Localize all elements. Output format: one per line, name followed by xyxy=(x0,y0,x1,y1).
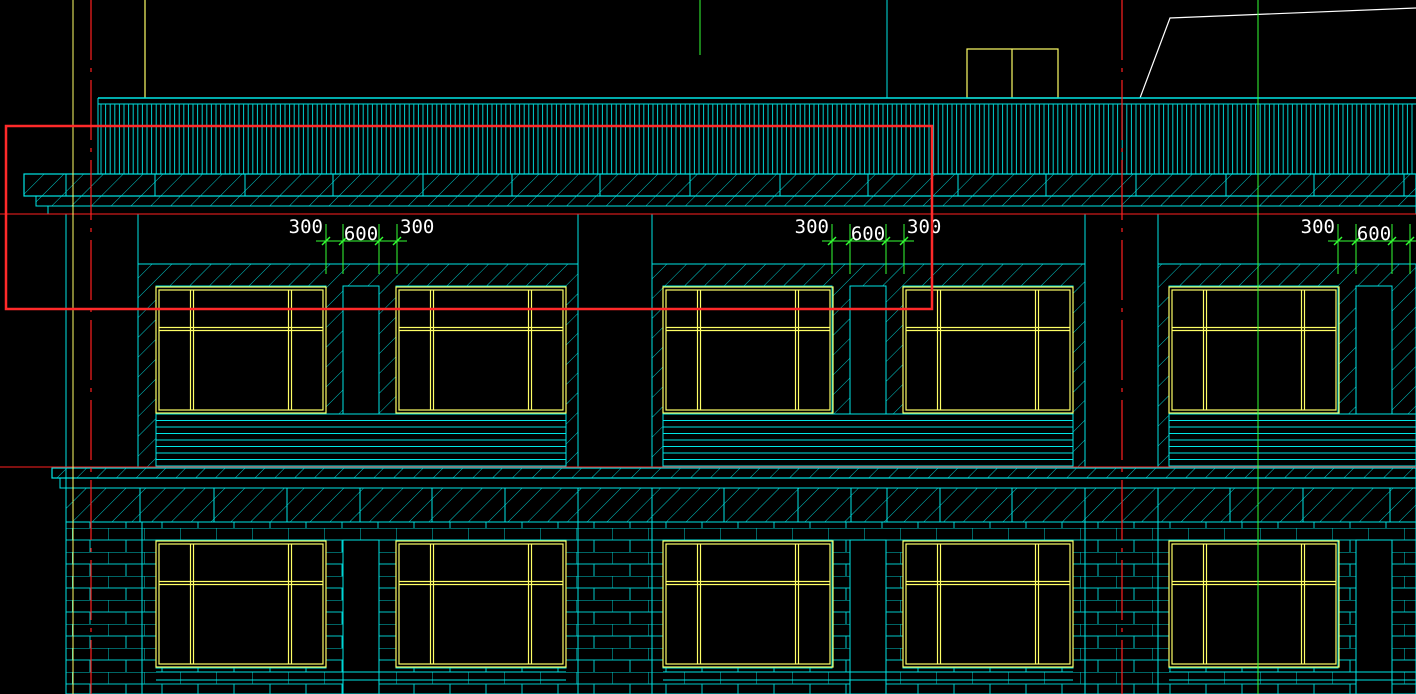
lower-brick-wall xyxy=(65,521,1416,694)
window-frame xyxy=(395,286,567,414)
dimension-label-left: 300 xyxy=(1301,216,1335,238)
dimension-label-middle: 600 xyxy=(1357,223,1391,245)
top-cornice xyxy=(23,173,1416,215)
dimension-tick xyxy=(1333,236,1343,246)
window-frame xyxy=(155,540,327,668)
window-frame xyxy=(902,540,1074,668)
window-frame xyxy=(902,286,1074,414)
dimension-tick xyxy=(899,236,909,246)
window-frame xyxy=(662,286,834,414)
dimension-group: 300 600 xyxy=(1301,216,1416,274)
selection-rectangle-icon[interactable] xyxy=(4,124,934,311)
dimension-tick xyxy=(321,236,331,246)
middle-cornice xyxy=(51,467,1416,523)
parapet-railing xyxy=(97,97,1416,174)
windows xyxy=(155,286,1340,668)
dimension-tick xyxy=(827,236,837,246)
dimension-tick xyxy=(845,236,855,246)
dimension-tick xyxy=(881,236,891,246)
dimension-label-middle: 600 xyxy=(851,223,885,245)
window-frame xyxy=(155,286,327,414)
dimension-tick xyxy=(1387,236,1397,246)
dimension-label-right: 300 xyxy=(907,216,941,238)
dimension-label-middle: 600 xyxy=(344,223,378,245)
window-frame xyxy=(662,540,834,668)
window-frame xyxy=(1168,286,1340,414)
roof-items xyxy=(144,0,1416,99)
dimension-tick xyxy=(374,236,384,246)
window-frame xyxy=(395,540,567,668)
dimension-label-right: 300 xyxy=(400,216,434,238)
dimension-tick xyxy=(1351,236,1361,246)
dimension-tick xyxy=(1405,236,1415,246)
dimension-label-left: 300 xyxy=(795,216,829,238)
upper-floor xyxy=(65,214,1416,694)
window-frame xyxy=(1168,540,1340,668)
dimension-label-left: 300 xyxy=(289,216,323,238)
dimension-group: 300 600 300 xyxy=(289,216,434,274)
dimension-tick xyxy=(392,236,402,246)
dimension-tick xyxy=(338,236,348,246)
